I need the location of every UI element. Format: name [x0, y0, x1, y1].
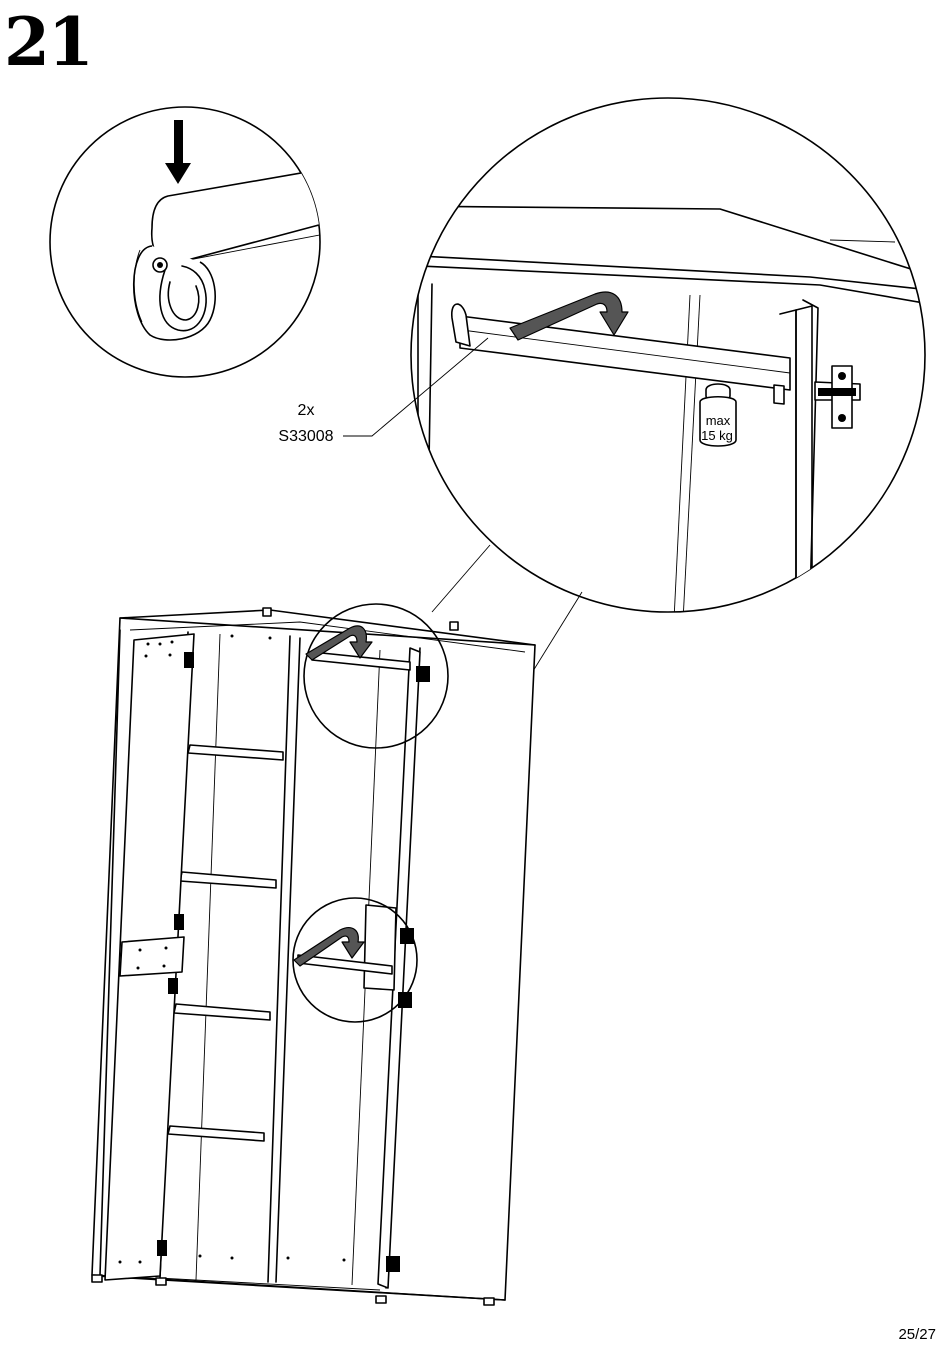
zoom-connector-top: [432, 545, 490, 612]
weight-label-max: max: [706, 413, 731, 428]
detail-circle-bracket: [50, 107, 330, 377]
part-quantity: 2x: [298, 402, 315, 419]
part-code: S33008: [278, 428, 333, 445]
detail-circle-rail: max 15 kg: [400, 98, 930, 640]
weight-label-kg: 15 kg: [701, 428, 733, 443]
wardrobe-drawing: [92, 604, 535, 1305]
weight-icon: max 15 kg: [700, 384, 736, 446]
page-number: 25/27: [898, 1326, 936, 1343]
